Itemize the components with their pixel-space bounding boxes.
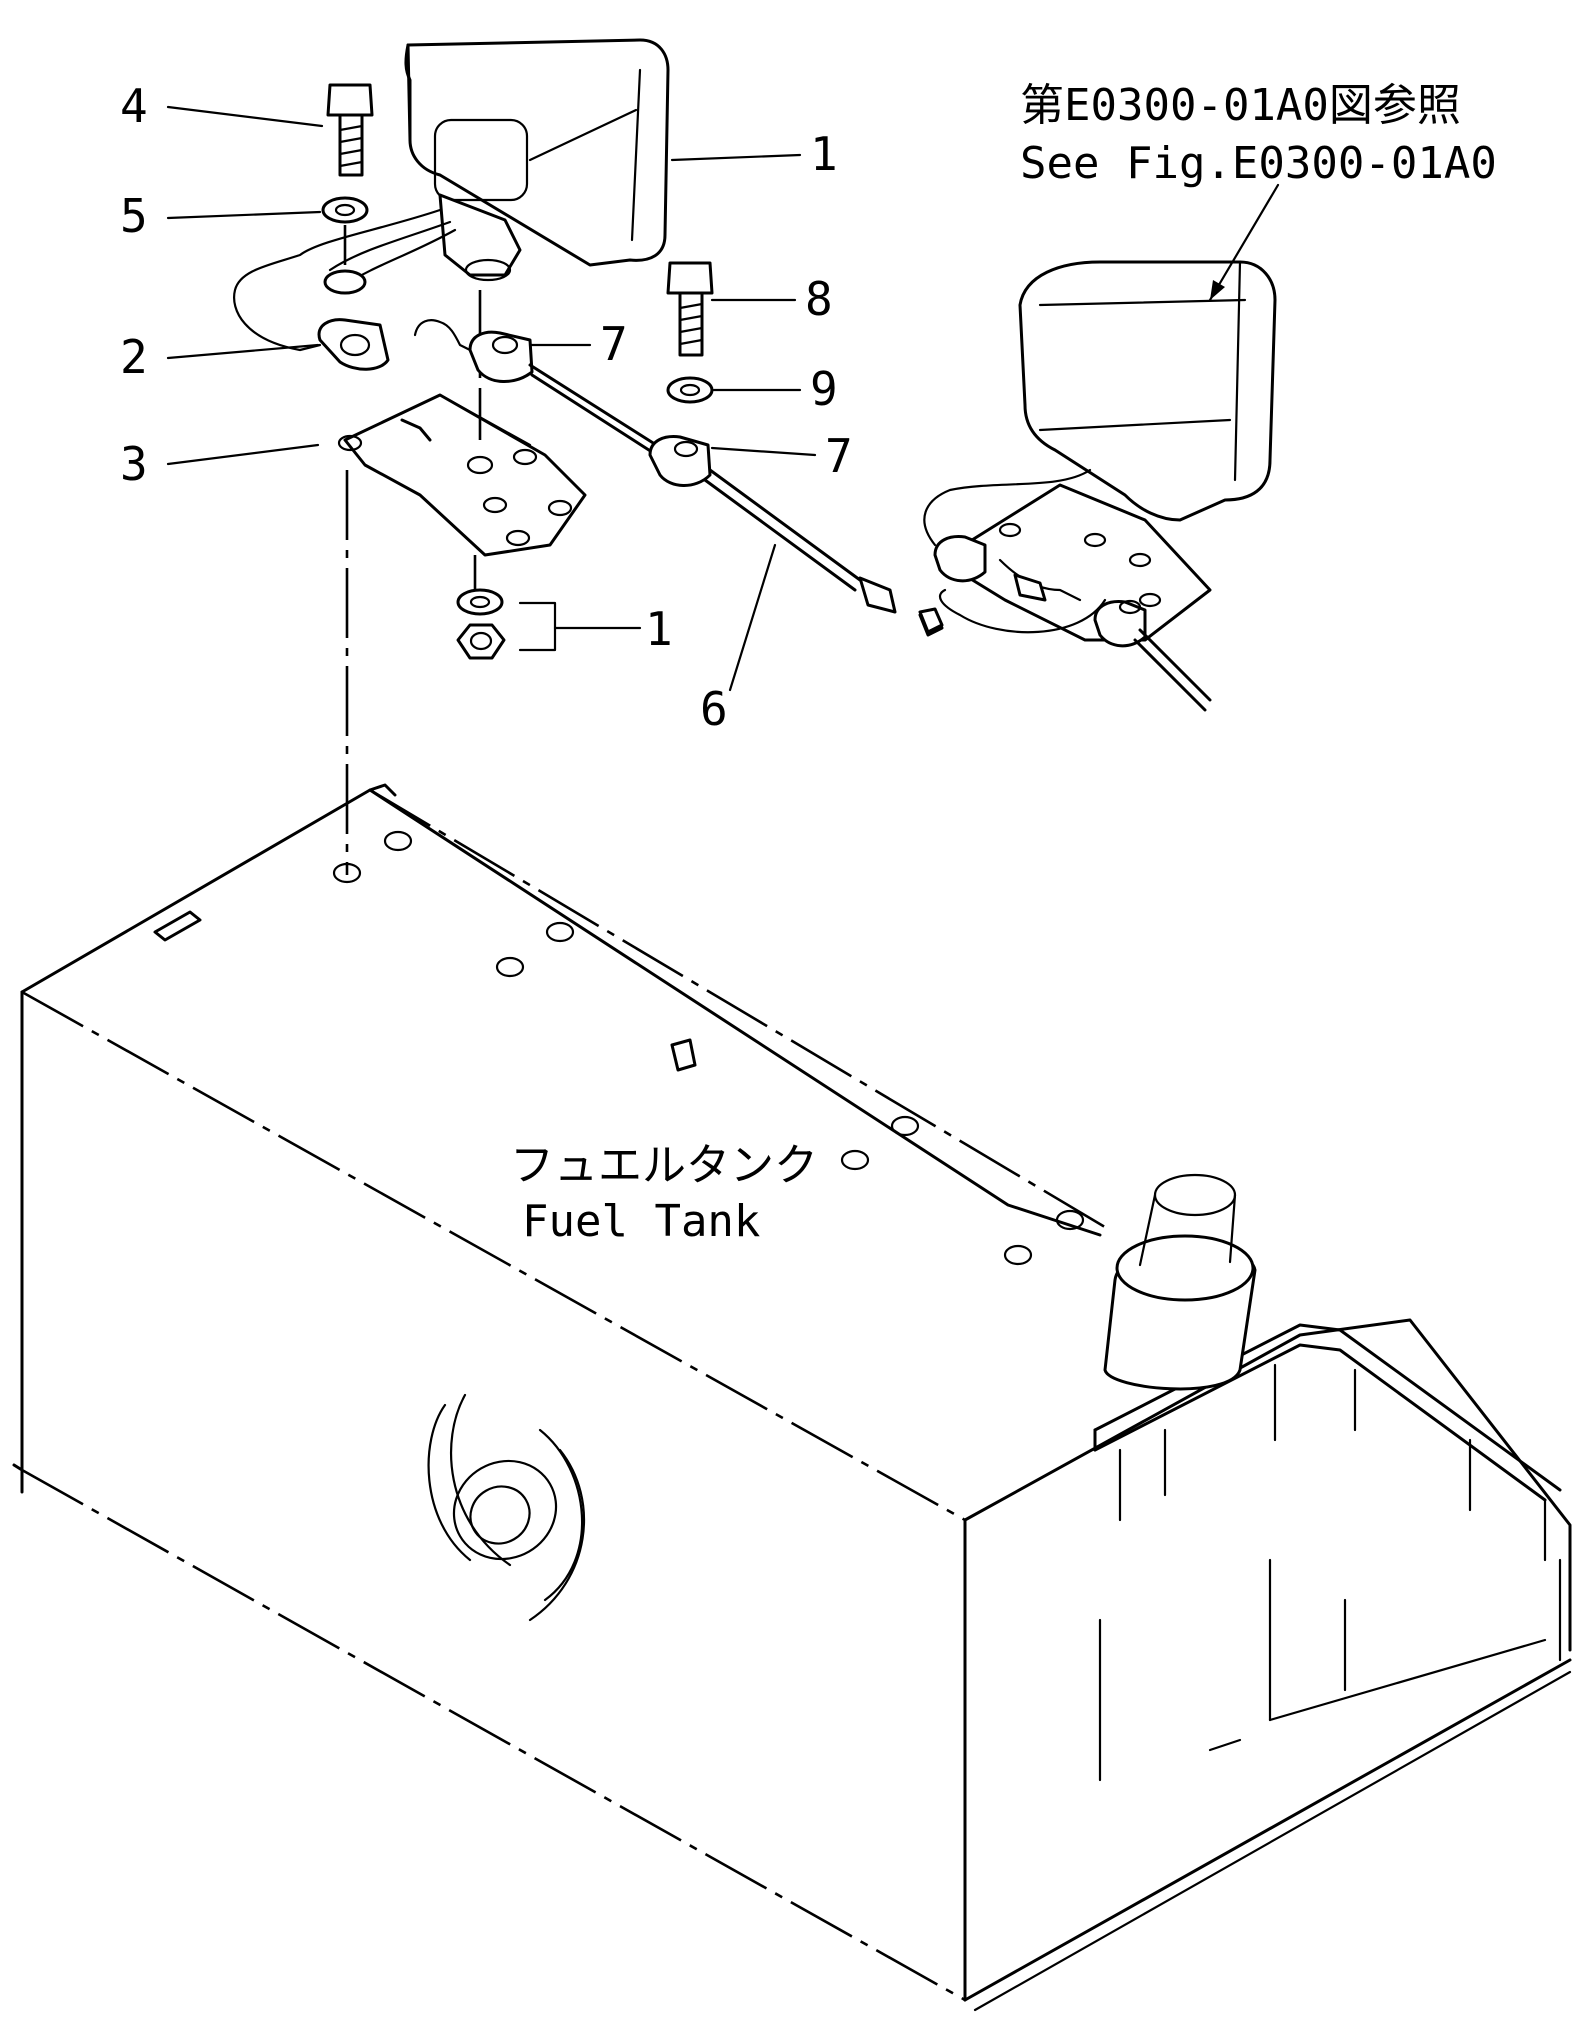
left-lamp-assembly [233, 38, 944, 875]
callout-2: 2 [120, 330, 148, 384]
callout-7a: 7 [600, 317, 628, 371]
tank-label-en: Fuel Tank [522, 1196, 760, 1247]
callout-5: 5 [120, 189, 148, 243]
callout-8: 8 [805, 272, 833, 326]
right-lamp-assembly [918, 260, 1277, 712]
reference-note: 第E0300-01A0図参照 See Fig.E0300-01A0 [1020, 80, 1497, 189]
callout-leaders [166, 105, 1280, 692]
fuel-tank [12, 783, 1572, 2012]
callout-6: 6 [700, 682, 728, 736]
tank-bolt-holes [332, 830, 1085, 1266]
callout-4: 4 [120, 79, 148, 133]
tank-label: フュエルタンク Fuel Tank [510, 1140, 818, 1247]
callout-1-nut: 1 [645, 602, 673, 656]
reference-en: See Fig.E0300-01A0 [1020, 138, 1497, 189]
level-gauge [427, 1393, 586, 1622]
tank-label-jp: フュエルタンク [510, 1140, 818, 1191]
callout-3: 3 [120, 437, 148, 491]
callout-7b: 7 [825, 429, 853, 483]
callout-1-lamp: 1 [810, 127, 838, 181]
callout-numbers: 4 5 2 3 1 8 7 9 7 1 6 [120, 79, 853, 736]
callout-9: 9 [810, 362, 838, 416]
reference-jp: 第E0300-01A0図参照 [1020, 80, 1461, 131]
